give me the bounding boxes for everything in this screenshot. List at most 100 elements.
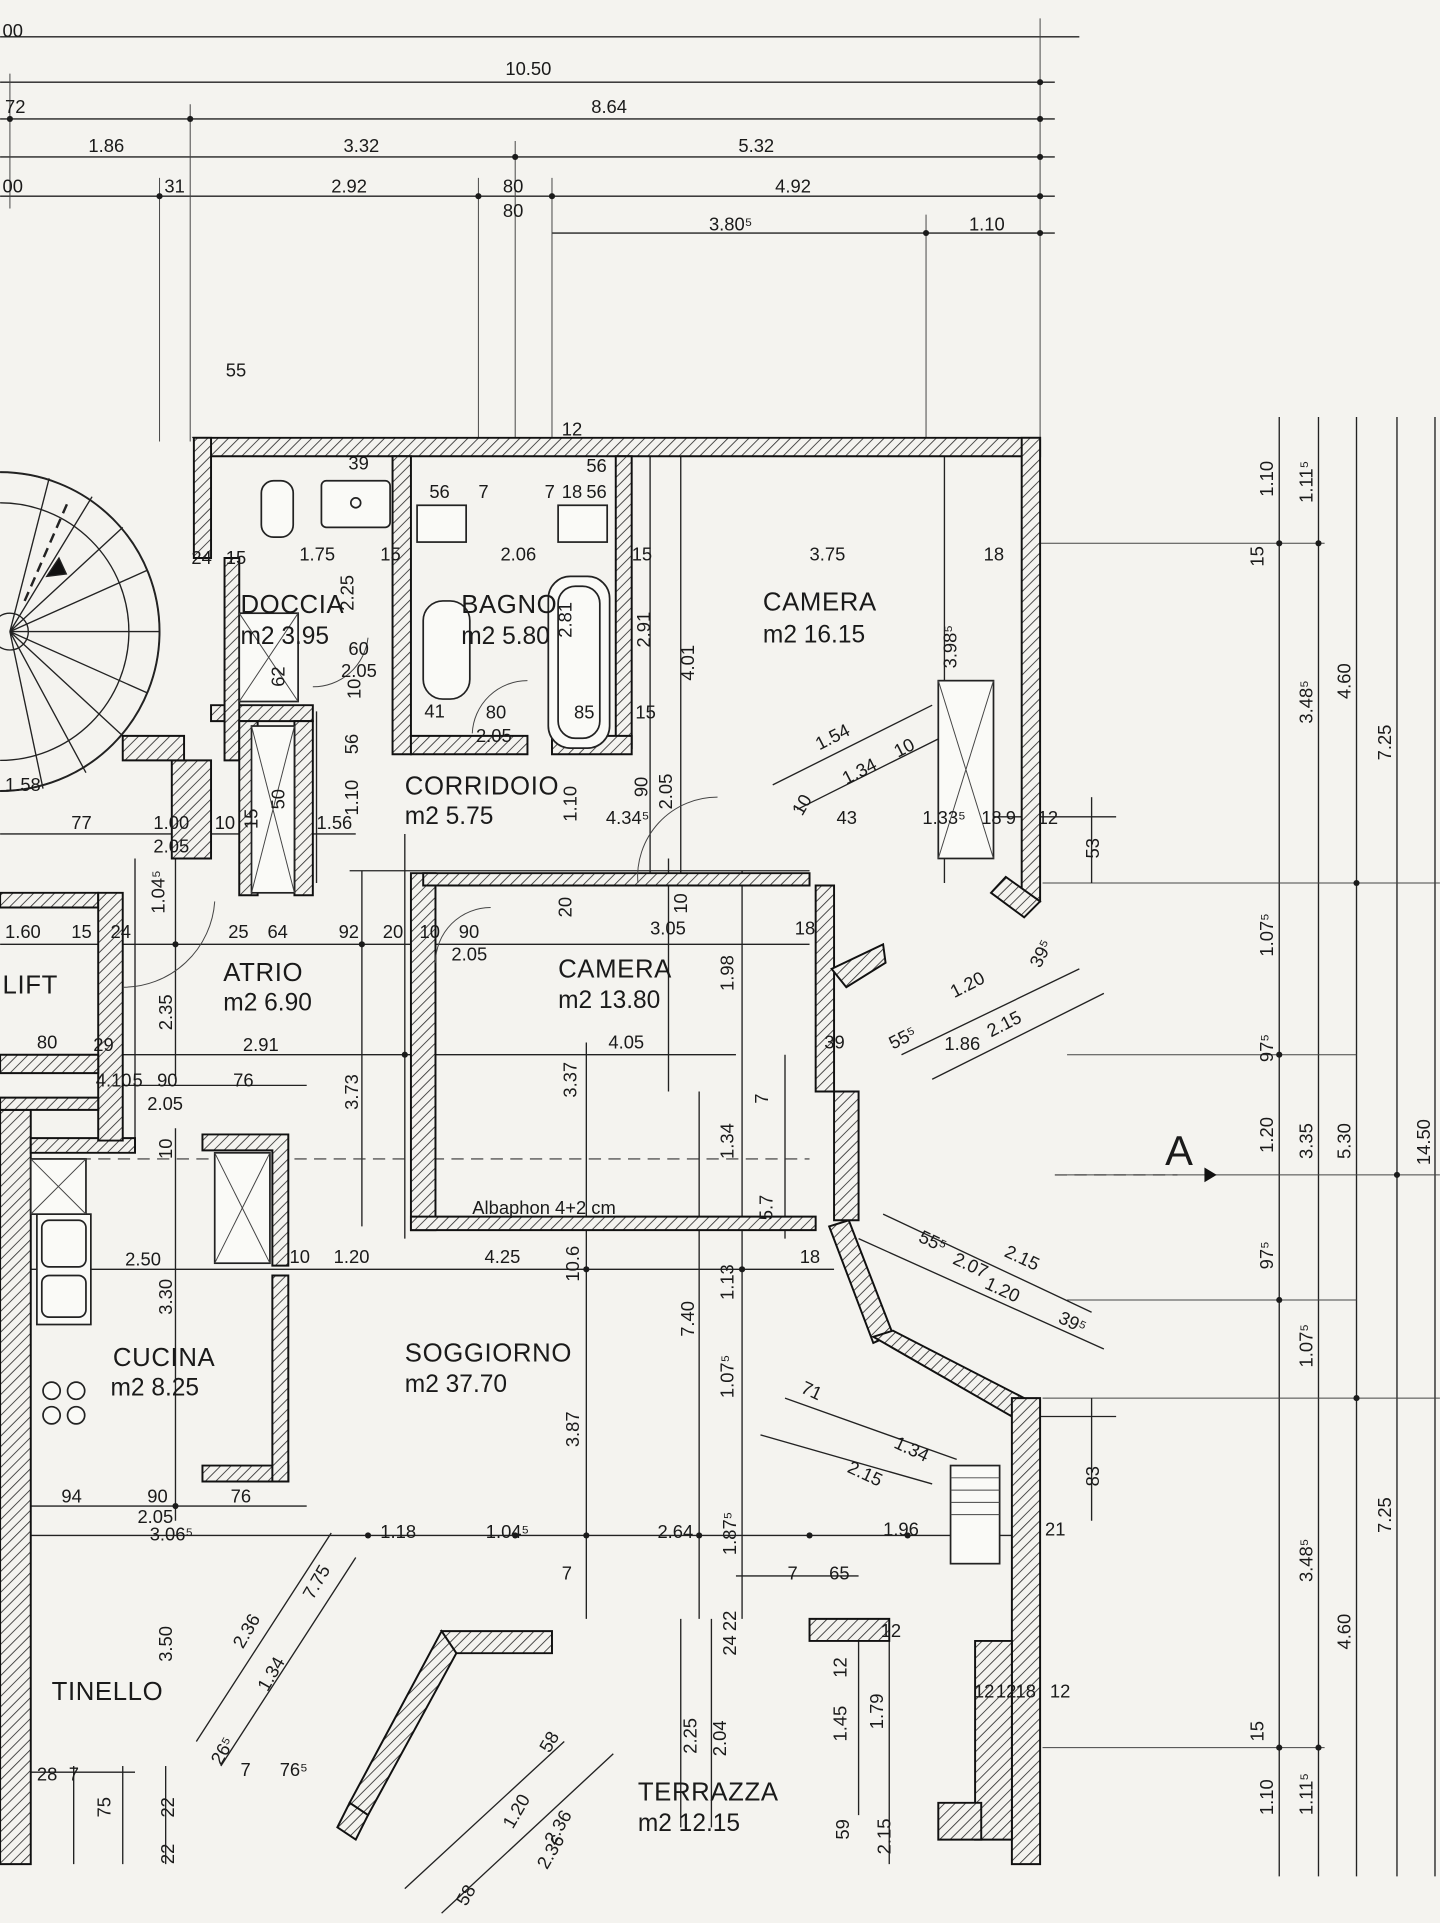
room-name-corridoio: CORRIDOIO <box>405 773 559 801</box>
dim-i-22: 60 <box>348 638 368 659</box>
dim-i-62: 20 <box>383 921 403 942</box>
dim-top-7: 80 <box>503 176 523 197</box>
dim-r-11: 14.50 <box>1413 1119 1434 1165</box>
dim-r-3: 4.60 <box>1333 663 1354 699</box>
room-area-bagno: m2 5.80 <box>461 623 550 650</box>
room-area-doccia: m2 3.95 <box>240 623 329 650</box>
dim-i-83: 39 <box>824 1032 844 1053</box>
room-name-camera-1: CAMERA <box>763 589 877 617</box>
dim-i-143: 58 <box>535 1728 563 1756</box>
dim-i-106: 7.40 <box>677 1301 698 1337</box>
dim-i-139: 22 <box>157 1844 178 1864</box>
dim-i-27: 80 <box>486 702 506 723</box>
dim-i-93: 10 <box>290 1246 310 1267</box>
dim-i-70: 2.35 <box>155 994 176 1030</box>
dim-i-142: 58 <box>451 1881 479 1909</box>
room-name-tinello: TINELLO <box>52 1678 164 1706</box>
dim-i-128: 1.34 <box>253 1653 289 1694</box>
dim-i-109: 1.34 <box>891 1432 932 1466</box>
dim-i-51: 15 <box>241 809 262 829</box>
dim-i-121: 2.64 <box>657 1521 693 1542</box>
dim-i-63: 10 <box>420 921 440 942</box>
dim-i-41: 43 <box>837 807 857 828</box>
dim-i-134: 7 <box>240 1759 250 1780</box>
dim-r-14: 3.48⁵ <box>1295 1539 1316 1582</box>
dim-i-49: 77 <box>71 812 91 833</box>
walls <box>0 436 1042 1866</box>
dim-r-0: 1.10 <box>1256 461 1277 497</box>
dim-i-76: 3.73 <box>341 1074 362 1110</box>
dim-i-8: 39 <box>348 453 368 474</box>
section-arrow-icon <box>1204 1167 1217 1183</box>
dim-i-132: 26⁵ <box>206 1733 238 1768</box>
dim-i-12: 15 <box>632 543 652 564</box>
dim-i-85: 5 <box>133 1070 143 1091</box>
dim-i-48: 2.05 <box>153 835 189 856</box>
dim-i-4: 7 <box>545 481 555 502</box>
dim-i-148: 59 <box>832 1819 853 1839</box>
room-name-atrio: ATRIO <box>223 959 303 987</box>
dim-i-140: 1.20 <box>498 1790 534 1831</box>
dim-i-107: 1.07⁵ <box>716 1355 737 1398</box>
dim-i-118: 3.06⁵ <box>150 1523 193 1544</box>
dim-i-92: 10 <box>155 1138 176 1158</box>
dim-i-52: 50 <box>268 789 289 809</box>
dim-i-149: 2.15 <box>873 1819 894 1855</box>
dim-i-65: 2.05 <box>451 943 487 964</box>
dim-r-8: 1.20 <box>1256 1117 1277 1153</box>
dim-i-55: 1.04⁵ <box>147 870 168 913</box>
dim-i-61: 92 <box>339 921 359 942</box>
dim-i-1: 56 <box>429 481 449 502</box>
dim-i-102: 2.07 <box>950 1248 991 1282</box>
dim-i-38: 1.34 <box>839 754 880 789</box>
top-dimensions: 10.50 8.64 1.86 3.32 5.32 2.92 80 4.92 8… <box>3 20 1005 235</box>
section-marker-label: A <box>1165 1127 1193 1174</box>
dim-i-147: 1.79 <box>866 1693 887 1729</box>
dim-i-17: 2.25 <box>336 575 357 611</box>
dim-i-108: 71 <box>798 1377 825 1405</box>
dim-i-54: 1.58 <box>5 774 41 795</box>
room-labels: DOCCIA m2 3.95 BAGNO m2 5.80 CAMERA m2 1… <box>3 589 1194 1837</box>
dim-r-1: 1.11⁵ <box>1295 461 1316 503</box>
dim-top-15: 00 <box>3 176 23 197</box>
dim-i-18: 2.81 <box>555 602 576 638</box>
dim-i-150: 12 <box>829 1657 850 1677</box>
dim-i-103: 2.15 <box>1002 1240 1043 1274</box>
dim-i-35: 1.10 <box>560 786 581 822</box>
dimension-ticks <box>6 79 1401 1751</box>
dim-i-146: 1.45 <box>829 1706 850 1742</box>
dim-i-14: 18 <box>984 543 1004 564</box>
fixtures <box>29 479 1001 1565</box>
dim-i-0: 55 <box>226 360 246 381</box>
dim-i-68: 18 <box>795 918 815 939</box>
dim-i-122: 1.87⁵ <box>719 1512 740 1555</box>
dim-i-110: 2.15 <box>845 1456 886 1490</box>
dim-i-3: 7 <box>478 481 488 502</box>
dim-i-94: 1.20 <box>334 1246 370 1267</box>
room-name-terrazza: TERRAZZA <box>638 1778 779 1806</box>
room-area-terrazza: m2 12.15 <box>638 1810 740 1837</box>
room-name-soggiorno: SOGGIORNO <box>405 1339 572 1367</box>
dim-i-90: 1.34 <box>716 1123 737 1159</box>
dim-r-4: 3.48⁵ <box>1295 680 1316 723</box>
dim-i-30: 15 <box>635 702 655 723</box>
dim-i-60: 64 <box>267 921 287 942</box>
dim-i-86: 90 <box>157 1070 177 1091</box>
dim-r-2: 15 <box>1246 546 1267 566</box>
dim-i-155: 12 <box>1050 1680 1070 1701</box>
dim-i-129: 7.75 <box>298 1561 334 1602</box>
dim-r-10: 5.30 <box>1333 1123 1354 1159</box>
dim-i-73: 2.91 <box>243 1034 279 1055</box>
dim-i-100: 1.13 <box>716 1264 737 1300</box>
dim-i-64: 90 <box>459 921 479 942</box>
dim-i-157: 12 <box>881 1620 901 1641</box>
dim-i-113: 83 <box>1082 1466 1103 1486</box>
dim-i-95: 4.25 <box>485 1246 521 1267</box>
dim-i-111: 1.96 <box>883 1518 919 1539</box>
dim-i-15: 24 <box>191 547 211 568</box>
dim-i-153: 22 <box>719 1611 740 1631</box>
dim-i-40: 10 <box>787 791 815 819</box>
dim-i-78: 1.20 <box>947 967 988 1002</box>
dim-i-37: 1.54 <box>812 719 853 754</box>
dim-top-5: 5.32 <box>738 135 774 156</box>
